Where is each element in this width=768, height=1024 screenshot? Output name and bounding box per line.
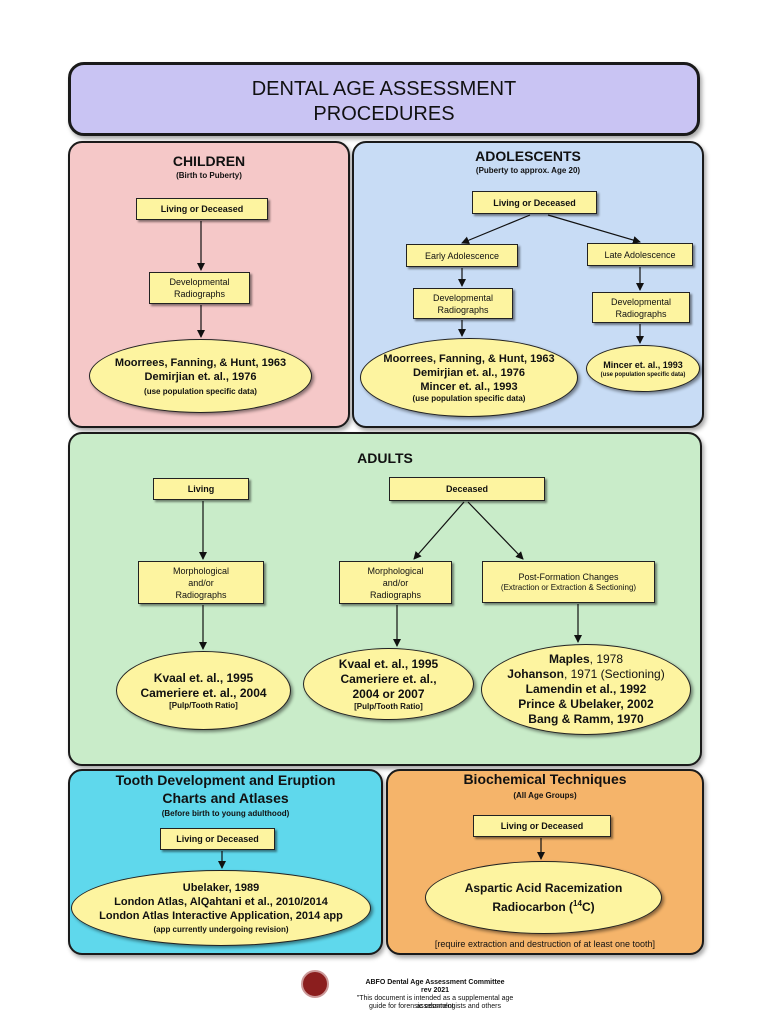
tooth-title-line-2: Charts and Atlases bbox=[162, 790, 289, 806]
tooth-ref-1: Ubelaker, 1989 bbox=[182, 882, 260, 894]
early-references-oval: Moorrees, Fanning, & Hunt, 1963 Demirjia… bbox=[360, 338, 578, 417]
children-ref-1: Moorrees, Fanning, & Hunt, 1963 bbox=[114, 356, 287, 369]
tooth-living-deceased-box: Living or Deceased bbox=[160, 828, 275, 850]
living-ref-1: Kvaal et. al., 1995 bbox=[153, 670, 254, 685]
children-living-deceased-box: Living or Deceased bbox=[136, 198, 268, 220]
children-dev-rad-line-1: Developmental bbox=[169, 277, 230, 287]
early-adolescence-box: Early Adolescence bbox=[406, 244, 518, 267]
footer-note-2: guide for forensic odontologists and oth… bbox=[369, 1003, 501, 1010]
post-ref-lamendin: Lamendin et al., 1992 bbox=[525, 682, 647, 696]
biochem-aspartic: Aspartic Acid Racemization bbox=[464, 880, 623, 895]
tooth-living-deceased-label: Living or Deceased bbox=[176, 834, 259, 844]
post-ref-maples: Maples, 1978 bbox=[548, 652, 624, 666]
children-living-deceased-label: Living or Deceased bbox=[160, 204, 244, 214]
tooth-subtitle: (Before birth to young adulthood) bbox=[161, 809, 290, 818]
adolescents-living-deceased-label: Living or Deceased bbox=[493, 197, 576, 208]
living-morph-line-3: Radiographs bbox=[175, 589, 227, 600]
deceased-morph-line-3: Radiographs bbox=[369, 589, 422, 600]
children-references-oval: Moorrees, Fanning, & Hunt, 1963 Demirjia… bbox=[89, 339, 312, 413]
adolescents-subtitle: (Puberty to approx. Age 20) bbox=[475, 166, 581, 175]
adolescents-living-deceased-box: Living or Deceased bbox=[472, 191, 597, 214]
late-dev-rad-line-1: Developmental bbox=[610, 296, 672, 307]
late-adolescence-box: Late Adolescence bbox=[587, 243, 693, 266]
early-ref-2: Demirjian et. al., 1976 bbox=[413, 366, 525, 379]
children-ref-note: (use population specific data) bbox=[144, 386, 257, 396]
early-adolescence-label: Early Adolescence bbox=[424, 250, 500, 261]
footer-note-1: "This document is intended as a suppleme… bbox=[356, 995, 514, 1010]
late-dev-rad-line-2: Radiographs bbox=[615, 308, 667, 319]
biochem-note: [require extraction and destruction of a… bbox=[434, 939, 656, 949]
children-subtitle: (Birth to Puberty) bbox=[176, 171, 242, 180]
early-ref-note: (use population specific data) bbox=[412, 393, 526, 403]
deceased-ref-2: Cameriere et. al., bbox=[340, 671, 437, 686]
tooth-title-line-1: Tooth Development and Eruption bbox=[115, 772, 336, 788]
children-dev-rad-line-2: Radiographs bbox=[173, 289, 226, 299]
children-title: CHILDREN bbox=[172, 153, 246, 169]
post-formation-line-1: Post-Formation Changes bbox=[518, 572, 619, 582]
adults-living-box: Living bbox=[153, 478, 249, 500]
living-morph-line-1: Morphological bbox=[172, 565, 230, 576]
living-morphological-box: Morphological and/or Radiographs bbox=[138, 561, 264, 604]
footer-rev: rev 2021 bbox=[420, 987, 450, 994]
page-title-line-2: PROCEDURES bbox=[313, 103, 455, 125]
adults-deceased-box: Deceased bbox=[389, 477, 545, 501]
footer-committee: ABFO Dental Age Assessment Committee bbox=[365, 979, 505, 986]
biochem-references-oval: Aspartic Acid Racemization Radiocarbon (… bbox=[425, 861, 662, 934]
deceased-morph-line-1: Morphological bbox=[367, 565, 424, 576]
adults-deceased-label: Deceased bbox=[445, 484, 489, 494]
post-ref-bang: Bang & Ramm, 1970 bbox=[528, 712, 644, 726]
abfo-seal-icon bbox=[301, 970, 329, 998]
late-ref-1: Mincer et. al., 1993 bbox=[603, 359, 683, 370]
tooth-references-oval: Ubelaker, 1989 London Atlas, AlQahtani e… bbox=[71, 870, 371, 946]
post-ref-prince: Prince & Ubelaker, 2002 bbox=[518, 697, 654, 711]
deceased-morphological-box: Morphological and/or Radiographs bbox=[339, 561, 452, 604]
late-ref-note: (use population specific data) bbox=[600, 371, 686, 378]
deceased-ref-note: [Pulp/Tooth Ratio] bbox=[354, 701, 423, 711]
adults-title: ADULTS bbox=[357, 450, 413, 466]
living-ref-note: [Pulp/Tooth Ratio] bbox=[169, 700, 238, 710]
post-formation-changes-box: Post-Formation Changes (Extraction or Ex… bbox=[482, 561, 655, 603]
biochem-living-deceased-label: Living or Deceased bbox=[500, 821, 584, 831]
tooth-ref-3: London Atlas Interactive Application, 20… bbox=[99, 910, 343, 922]
children-developmental-radiographs-box: Developmental Radiographs bbox=[149, 272, 250, 304]
title-panel: DENTAL AGE ASSESSMENT PROCEDURES bbox=[68, 62, 700, 136]
children-ref-2: Demirjian et. al., 1976 bbox=[144, 370, 257, 383]
living-references-oval: Kvaal et. al., 1995 Cameriere et. al., 2… bbox=[116, 651, 291, 730]
page-title-line-1: DENTAL AGE ASSESSMENT bbox=[251, 78, 517, 100]
tooth-ref-note: (app currently undergoing revision) bbox=[153, 925, 289, 934]
deceased-ref-1: Kvaal et. al., 1995 bbox=[338, 656, 439, 671]
tooth-ref-2: London Atlas, AlQahtani et al., 2010/201… bbox=[114, 896, 328, 908]
late-developmental-radiographs-box: Developmental Radiographs bbox=[592, 292, 690, 323]
post-ref-johanson: Johanson, 1971 (Sectioning) bbox=[507, 667, 665, 681]
early-dev-rad-line-2: Radiographs bbox=[437, 304, 489, 315]
late-adolescence-label: Late Adolescence bbox=[604, 249, 676, 260]
adults-living-label: Living bbox=[187, 484, 215, 494]
deceased-morph-line-2: and/or bbox=[382, 577, 409, 588]
living-ref-2: Cameriere et. al., 2004 bbox=[140, 685, 267, 700]
early-ref-3: Mincer et. al., 1993 bbox=[420, 380, 518, 393]
late-references-oval: Mincer et. al., 1993 (use population spe… bbox=[586, 345, 700, 392]
biochem-living-deceased-box: Living or Deceased bbox=[473, 815, 611, 837]
early-dev-rad-line-1: Developmental bbox=[432, 292, 494, 303]
deceased-references-oval: Kvaal et. al., 1995 Cameriere et. al., 2… bbox=[303, 648, 474, 720]
post-formation-references-oval: Maples, 1978 Johanson, 1971 (Sectioning)… bbox=[481, 644, 691, 735]
early-developmental-radiographs-box: Developmental Radiographs bbox=[413, 288, 513, 319]
biochem-subtitle: (All Age Groups) bbox=[513, 791, 577, 800]
post-formation-line-2: (Extraction or Extraction & Sectioning) bbox=[500, 583, 637, 592]
biochem-title: Biochemical Techniques bbox=[463, 771, 627, 787]
adolescents-title: ADOLESCENTS bbox=[475, 148, 581, 164]
early-ref-1: Moorrees, Fanning, & Hunt, 1963 bbox=[383, 352, 555, 365]
living-morph-line-2: and/or bbox=[188, 577, 214, 588]
biochem-radiocarbon: Radiocarbon (14C) bbox=[492, 898, 595, 914]
deceased-ref-3: 2004 or 2007 bbox=[352, 686, 425, 701]
